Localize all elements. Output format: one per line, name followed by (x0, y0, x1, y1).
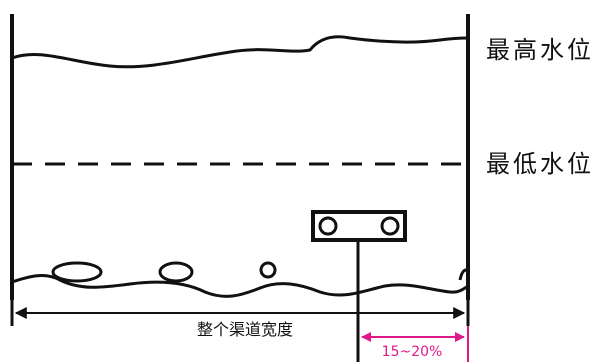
min-water-level-label: 最低水位 (486, 150, 594, 178)
channel-bed-line (11, 274, 469, 298)
sensor-box (311, 210, 407, 242)
sensor-right-port (380, 216, 400, 236)
sediment-stone (51, 261, 103, 283)
channel-width-label: 整个渠道宽度 (197, 320, 293, 339)
sediment-stone (259, 261, 277, 279)
max-water-level-line (11, 35, 469, 69)
sediment-stone (458, 268, 470, 281)
offset-range-label: 15~20% (382, 344, 443, 360)
sediment-stone (158, 261, 194, 283)
max-water-level-label: 最高水位 (486, 36, 594, 64)
sensor-left-port (318, 216, 338, 236)
